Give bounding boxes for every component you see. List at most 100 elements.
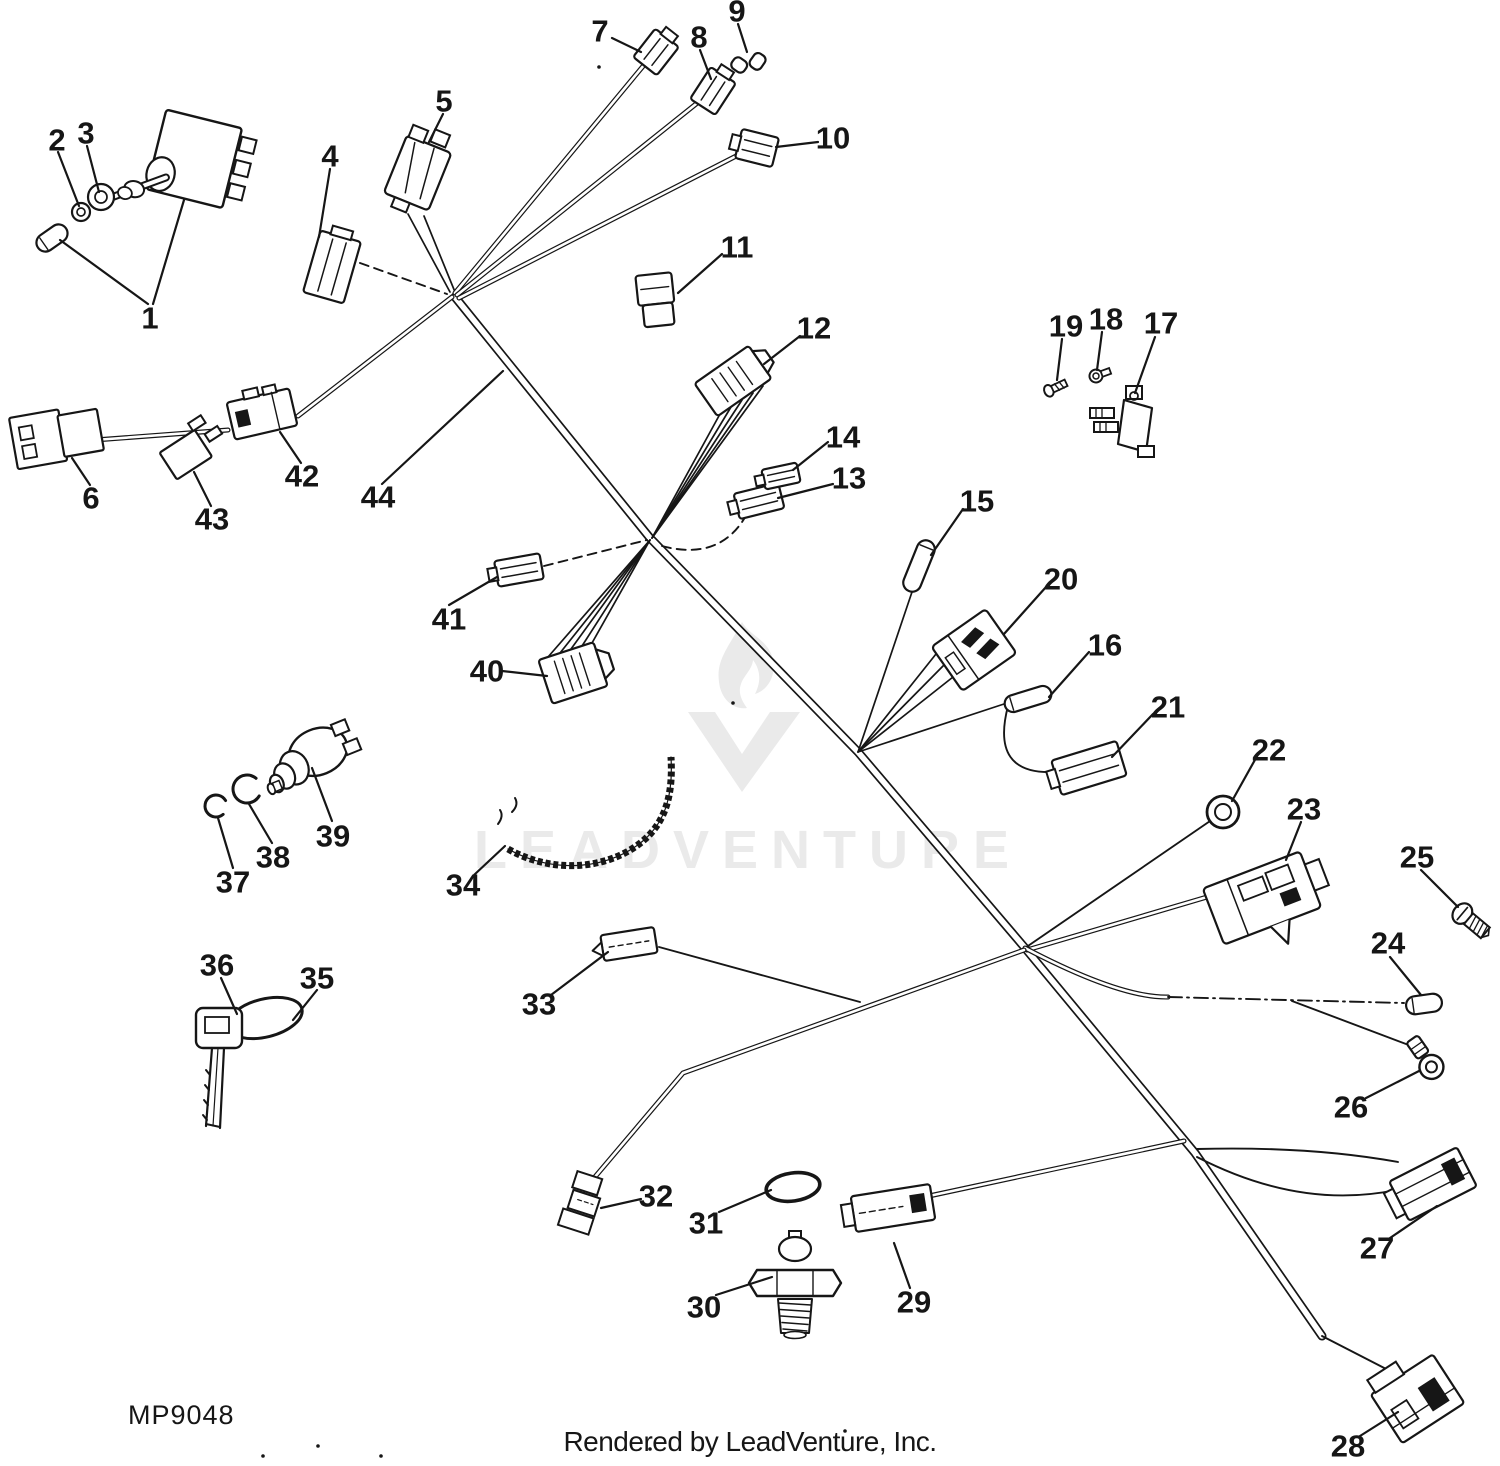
leadventure-watermark: LEADVENTURE xyxy=(474,622,1009,880)
callout-23: 23 xyxy=(1287,792,1321,827)
callout-8: 8 xyxy=(690,20,707,55)
ink-dot xyxy=(379,1454,383,1458)
part-3 xyxy=(86,182,116,212)
leader-lines xyxy=(56,22,1460,1438)
part-39 xyxy=(266,718,363,796)
callout-39: 39 xyxy=(316,819,350,854)
callout-42: 42 xyxy=(285,459,319,494)
callout-12: 12 xyxy=(797,311,831,346)
part-14 xyxy=(753,461,802,491)
part-5 xyxy=(383,123,452,214)
part-23 xyxy=(1202,851,1331,945)
callout-22: 22 xyxy=(1252,733,1286,768)
callout-16: 16 xyxy=(1088,628,1122,663)
part-1 xyxy=(91,109,258,209)
callout-6: 6 xyxy=(82,481,99,516)
part-28 xyxy=(1365,1354,1465,1444)
callout-7: 7 xyxy=(591,14,608,49)
callout-36: 36 xyxy=(200,948,234,983)
ink-dot xyxy=(316,1444,320,1448)
part-31 xyxy=(764,1170,822,1204)
part-4 xyxy=(302,224,362,304)
ink-specks xyxy=(261,65,847,1458)
part-1-cap xyxy=(35,223,69,253)
callout-37: 37 xyxy=(216,865,250,900)
callout-15: 15 xyxy=(960,484,994,519)
part-29 xyxy=(839,1183,936,1233)
part-25 xyxy=(1451,902,1492,940)
part-21 xyxy=(1044,740,1128,796)
callout-25: 25 xyxy=(1400,840,1434,875)
harness-parts xyxy=(8,25,1492,1444)
part-19 xyxy=(1043,378,1069,398)
part-12 xyxy=(694,345,775,417)
part-42 xyxy=(226,383,298,441)
part-11 xyxy=(634,271,676,329)
callout-31: 31 xyxy=(689,1206,723,1241)
callout-13: 13 xyxy=(832,461,866,496)
callout-5: 5 xyxy=(435,84,452,119)
callout-20: 20 xyxy=(1044,562,1078,597)
callout-24: 24 xyxy=(1371,926,1406,961)
part-32 xyxy=(556,1169,604,1236)
callout-4: 4 xyxy=(321,139,339,174)
part-18 xyxy=(1088,366,1113,384)
part-33 xyxy=(591,926,659,962)
part-17 xyxy=(1089,385,1155,458)
callout-11: 11 xyxy=(721,230,754,265)
part-22 xyxy=(1205,794,1241,830)
callout-27: 27 xyxy=(1360,1231,1394,1266)
rendered-by-credit: Rendered by LeadVenture, Inc. xyxy=(563,1426,937,1457)
part-38 xyxy=(231,773,261,805)
callout-17: 17 xyxy=(1144,306,1178,341)
part-2 xyxy=(70,201,92,223)
part-20 xyxy=(931,609,1017,691)
ink-dot xyxy=(648,1447,652,1451)
callout-43: 43 xyxy=(195,502,229,537)
callout-21: 21 xyxy=(1151,690,1185,725)
diagram-code: MP9048 xyxy=(128,1400,235,1430)
callout-14: 14 xyxy=(826,420,861,455)
callout-41: 41 xyxy=(432,602,466,637)
part-8 xyxy=(690,62,736,116)
callout-40: 40 xyxy=(470,654,504,689)
callout-34: 34 xyxy=(446,868,481,903)
ink-dot xyxy=(261,1454,265,1458)
part-13 xyxy=(726,482,785,520)
callout-26: 26 xyxy=(1334,1090,1368,1125)
part-37 xyxy=(203,793,228,819)
part-27 xyxy=(1382,1147,1477,1221)
part-34 xyxy=(497,756,675,869)
part-16 xyxy=(1003,684,1053,714)
part-15 xyxy=(902,539,936,593)
callout-30: 30 xyxy=(687,1290,721,1325)
part-43 xyxy=(159,413,224,480)
part-10 xyxy=(727,128,780,168)
part-40 xyxy=(537,641,615,705)
callout-10: 10 xyxy=(816,121,850,156)
callout-19: 19 xyxy=(1049,309,1083,344)
callout-1: 1 xyxy=(141,301,158,336)
callout-9: 9 xyxy=(728,0,745,29)
part-24 xyxy=(1404,992,1444,1016)
callout-35: 35 xyxy=(300,961,334,996)
callout-3: 3 xyxy=(77,116,94,151)
part-36 xyxy=(194,1006,244,1130)
callout-44: 44 xyxy=(361,480,396,515)
watermark-flame-icon xyxy=(718,622,774,709)
part-7 xyxy=(633,25,680,76)
part-41 xyxy=(486,552,545,588)
ink-dot xyxy=(843,1429,847,1433)
callout-18: 18 xyxy=(1089,302,1123,337)
watermark-v-icon xyxy=(688,712,800,792)
ink-dot xyxy=(597,65,601,69)
harness-wires xyxy=(92,56,1415,1373)
callout-29: 29 xyxy=(897,1285,931,1320)
part-9 xyxy=(730,51,767,74)
callout-28: 28 xyxy=(1331,1429,1365,1464)
callout-32: 32 xyxy=(639,1179,673,1214)
callout-33: 33 xyxy=(522,987,556,1022)
part-30 xyxy=(747,1230,843,1340)
